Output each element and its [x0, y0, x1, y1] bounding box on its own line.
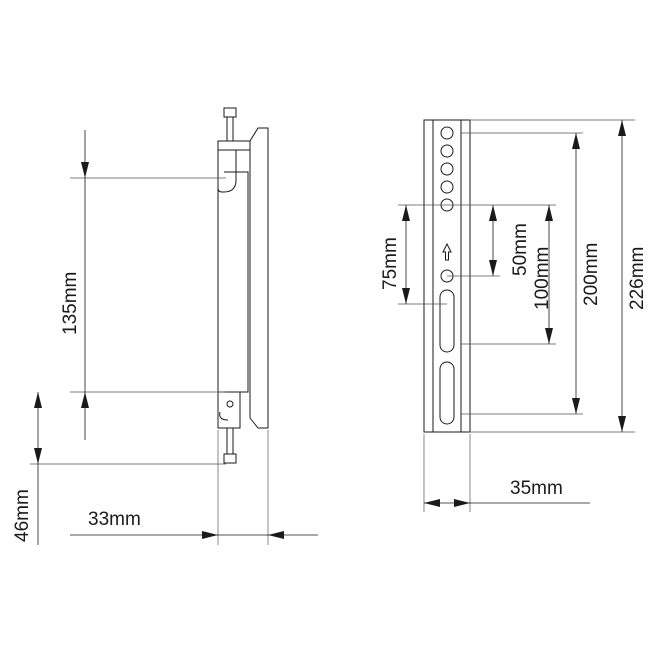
dim-35-label: 35mm [510, 478, 563, 499]
dim-200-arrow-bottom [572, 398, 580, 414]
top-bolt-shaft [226, 116, 234, 142]
dim-100-arrow-bottom [545, 328, 553, 344]
dim-46-label: 46mm [12, 489, 33, 542]
dim-50-label: 50mm [510, 223, 531, 276]
dim-226-arrow-bottom [618, 416, 626, 432]
bottom-clamp-hole [226, 400, 234, 408]
dim-50-arrow-bottom [489, 260, 497, 276]
dim-100-label: 100mm [532, 247, 553, 310]
slot-lower [439, 361, 455, 425]
top-bolt-head [223, 107, 237, 118]
bottom-clamp-curve [219, 411, 229, 421]
side-view-dimensions: 135mm 46mm 33mm [12, 130, 318, 545]
dim-200-label: 200mm [581, 243, 602, 306]
arm-inner [224, 171, 249, 393]
front-view-dimensions: 75mm 50mm 100mm 200mm 226mm 35 [380, 119, 648, 512]
dim-135-arrow-bottom [81, 392, 89, 408]
dim-50-arrow-top [489, 205, 497, 221]
dim-226-label: 226mm [627, 247, 648, 310]
dim-46-arrow-bottom [34, 448, 42, 464]
hole-1 [440, 126, 454, 140]
bottom-clamp [217, 391, 241, 429]
dim-100-arrow-top [545, 205, 553, 221]
dim-75-arrow-bottom [402, 288, 410, 304]
dim-135-label: 135mm [60, 272, 81, 335]
bottom-bolt-shaft [226, 427, 234, 455]
dim-226-arrow-top [618, 120, 626, 136]
dim-35-arrow-left [424, 499, 440, 507]
up-arrow-icon [442, 242, 452, 261]
dim-33-arrow-left [202, 531, 218, 539]
hole-4 [440, 180, 454, 194]
dim-35-arrow-right [454, 499, 470, 507]
dim-75-arrow-top [402, 205, 410, 221]
dim-46-arrow-top [34, 392, 42, 408]
arm-outline [236, 149, 251, 418]
slot-upper [439, 289, 455, 353]
top-clamp [217, 140, 251, 151]
bottom-bolt-head [223, 453, 237, 464]
upper-hook [217, 150, 237, 396]
dim-33-arrow-right [268, 531, 284, 539]
dim-200-arrow-top [572, 133, 580, 149]
side-view-bracket [217, 107, 269, 464]
dim-135-arrow-top [81, 162, 89, 178]
hole-3 [440, 162, 454, 176]
dim-75-label: 75mm [380, 237, 401, 290]
hole-2 [440, 144, 454, 158]
wall-plate [249, 127, 269, 429]
dim-33-label: 33mm [88, 509, 141, 530]
